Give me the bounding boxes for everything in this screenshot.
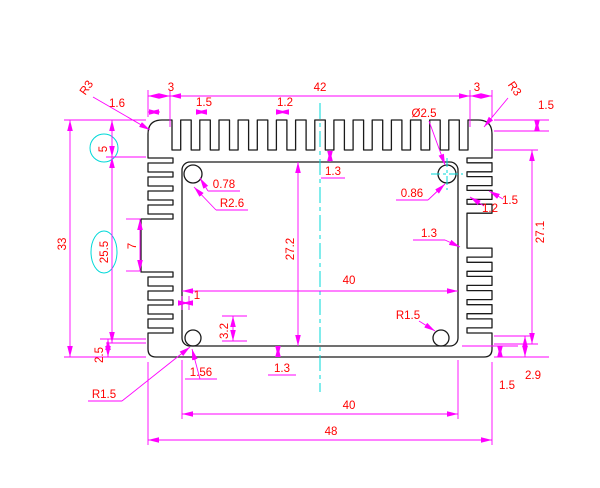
dim-label-overall-height: 33 <box>57 238 69 251</box>
dim-label-corner-radius-right: R3 <box>505 80 523 99</box>
dim-label-bottom-right-step: 2.9 <box>525 370 541 382</box>
dim-label-boss-wall: 0.78 <box>213 179 235 191</box>
dim-right-wall: 1.3 <box>413 228 461 248</box>
dim-corner-radius-bottom-left: R1.5 <box>88 346 191 402</box>
dim-cavity-height: 27.2 <box>285 162 301 346</box>
dim-label-right-wall: 1.3 <box>421 228 437 240</box>
dim-label-right-fin-pitch: 1.5 <box>538 100 554 112</box>
dim-label-boss-thickness: 1.56 <box>190 367 212 379</box>
outer-profile-with-fins <box>140 119 493 358</box>
dim-label-right-inner-height: 27.1 <box>535 221 547 243</box>
dim-top-span: 42 <box>170 82 470 99</box>
balloon-circle-5 <box>89 133 119 163</box>
dim-top-wall: 1.3 <box>321 150 345 179</box>
dim-rib-offset: 1 <box>178 290 200 306</box>
dim-label-bottom-span: 40 <box>343 400 356 412</box>
balloon-circle-25-5 <box>90 230 118 274</box>
dim-label-rib-offset: 1 <box>194 290 200 302</box>
dim-label-boss-wall-right: 0.86 <box>401 188 423 200</box>
dim-label-left-inner-height: 25.5 <box>99 241 111 263</box>
dim-fin-width: 1.5 <box>196 97 212 115</box>
dim-fin-height: 1.6 <box>109 98 160 115</box>
dim-inner-corner-radius: R2.6 <box>193 186 248 211</box>
centerlines <box>89 103 463 392</box>
dim-bottom-right-step: 2.9 <box>522 336 541 382</box>
bottom-left-screw-boss <box>184 329 202 347</box>
dim-label-fin-width: 1.5 <box>196 97 212 109</box>
extension-lines <box>64 90 549 445</box>
part-geometry <box>140 119 493 358</box>
bottom-right-screw-boss <box>432 329 450 347</box>
dim-label-bottom-wall: 1.3 <box>274 363 290 375</box>
dim-label-left-bottom-step: 2.5 <box>94 347 106 363</box>
dim-bottom-span: 40 <box>182 400 458 417</box>
dim-label-cavity-width: 40 <box>343 275 356 287</box>
dim-slot-height: 7 <box>127 219 143 271</box>
dim-left-bottom-step: 2.5 <box>94 339 111 363</box>
dim-label-right-fin-width2: 1.5 <box>502 195 518 207</box>
dim-label-fin-gap: 1.2 <box>277 97 293 109</box>
dim-label-top-offset-left: 3 <box>168 82 174 94</box>
dim-hole-diameter: Ø2.5 <box>412 108 446 166</box>
dim-overall-height: 33 <box>57 120 73 357</box>
dim-overall-width: 48 <box>148 426 492 443</box>
dim-fin-gap: 1.2 <box>276 97 293 115</box>
dim-label-fin-height: 1.6 <box>109 98 125 110</box>
dim-bottom-right-wall: 1.5 <box>497 346 515 392</box>
dim-label-top-offset-right: 3 <box>474 82 480 94</box>
dim-label-boss-height: 3.2 <box>219 323 231 339</box>
dim-label-corner-radius-bottom-left: R1.5 <box>92 389 116 401</box>
dim-label-top-span: 42 <box>314 82 327 94</box>
dim-right-fin-width: 1.2 <box>469 196 498 215</box>
dim-label-bottom-right-wall: 1.5 <box>499 380 515 392</box>
dim-right-fin-width2: 1.5 <box>488 190 518 207</box>
dim-label-corner-radius-bottom-right: R1.5 <box>396 310 420 322</box>
dim-corner-radius-bottom-right: R1.5 <box>396 310 436 332</box>
dim-label-slot-height: 7 <box>127 243 139 249</box>
dim-right-inner-height: 27.1 <box>529 150 547 344</box>
dim-top-offset-right: 3 <box>470 82 492 99</box>
dim-boss-thickness: 1.56 <box>185 348 217 380</box>
dim-label-top-wall: 1.3 <box>325 166 341 178</box>
dim-label-left-top-step: 5 <box>98 146 110 152</box>
dim-label-hole-diameter: Ø2.5 <box>412 108 437 120</box>
dim-bottom-wall: 1.3 <box>268 346 296 376</box>
top-left-screw-boss <box>183 164 203 184</box>
dim-boss-height: 3.2 <box>219 316 236 341</box>
dim-left-top-step: 5 <box>98 120 115 157</box>
dim-label-overall-width: 48 <box>325 426 338 438</box>
dim-left-inner-height: 25.5 <box>99 157 115 343</box>
dim-cavity-width: 40 <box>182 275 458 294</box>
dim-label-right-fin-width: 1.2 <box>482 203 498 215</box>
dim-top-offset-left: 3 <box>148 82 174 99</box>
dim-right-fin-pitch-top: 1.5 <box>534 100 554 131</box>
dim-boss-wall-right: 0.86 <box>396 183 446 201</box>
dim-label-corner-radius-left: R3 <box>78 79 96 98</box>
dim-label-cavity-height: 27.2 <box>285 238 297 260</box>
dim-label-inner-corner-radius: R2.6 <box>220 198 244 210</box>
dim-boss-wall: 0.78 <box>199 177 240 192</box>
